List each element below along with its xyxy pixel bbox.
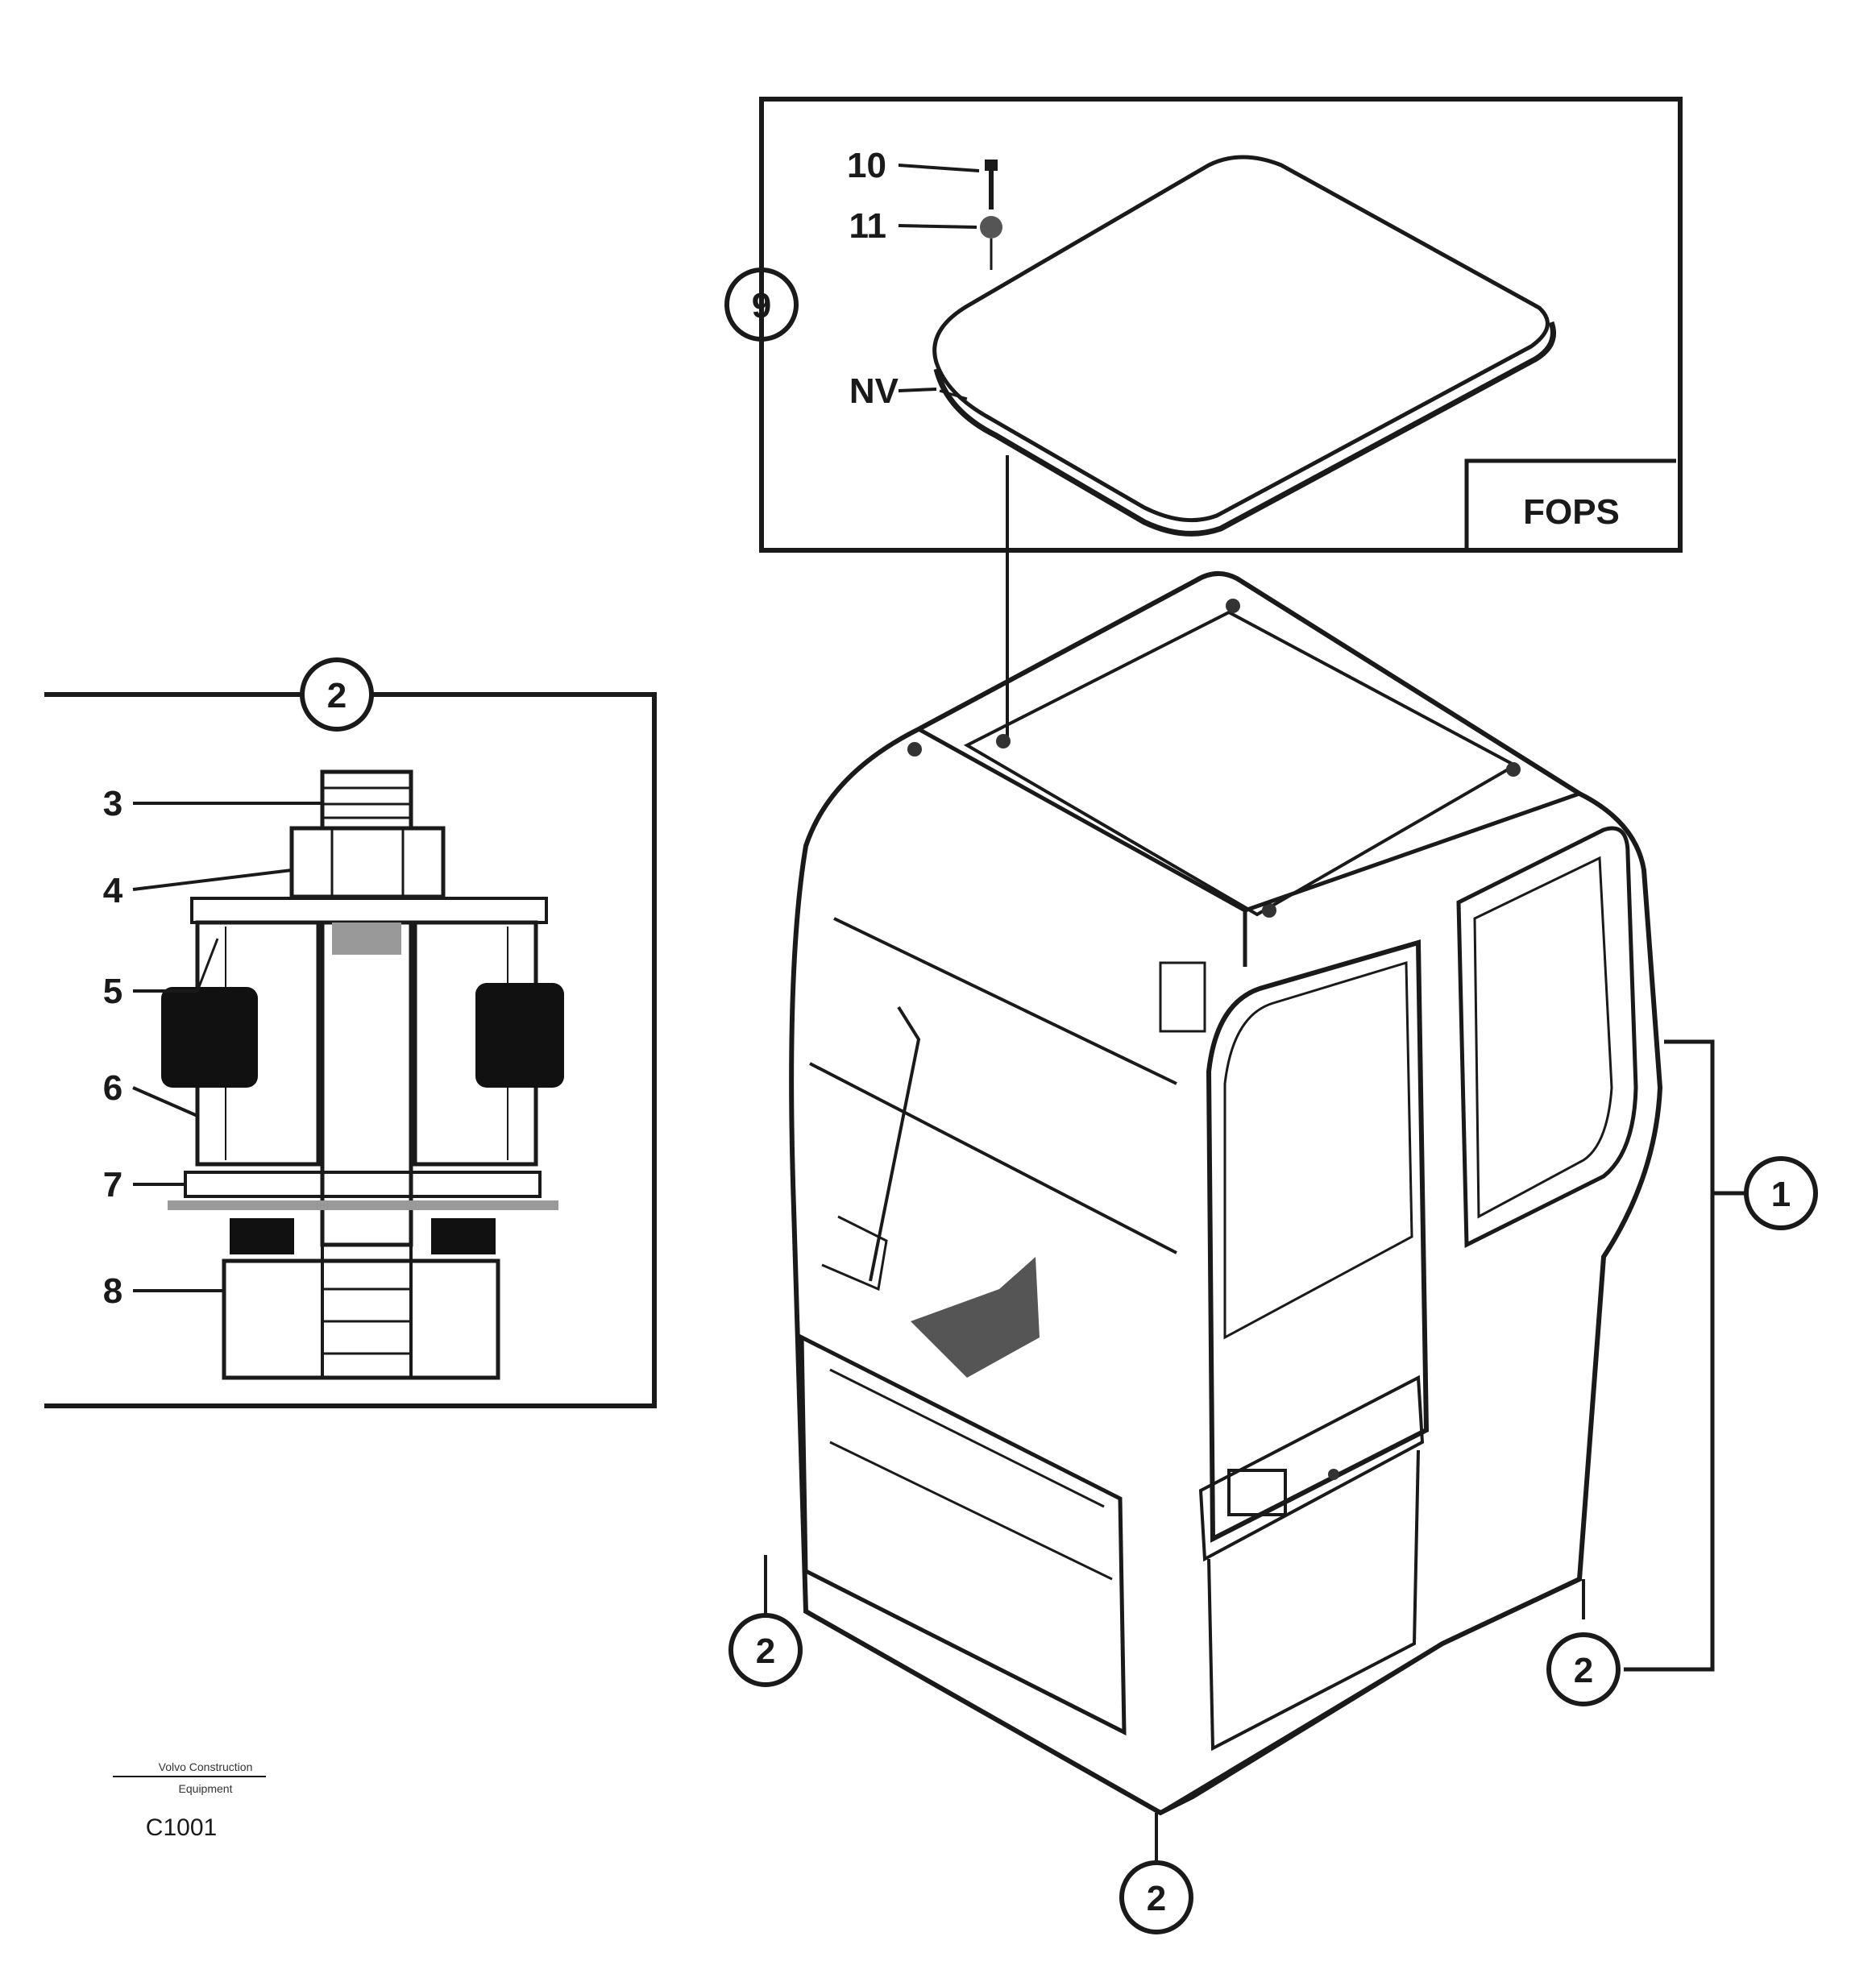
drawing-reference: Volvo Construction Equipment C1001 bbox=[113, 1760, 266, 1841]
part-label-4: 4 bbox=[103, 871, 123, 910]
fops-detail-panel: FOPS 10 11 NV 9 bbox=[724, 97, 1683, 745]
operator-seat bbox=[911, 1257, 1040, 1378]
operator-cab bbox=[764, 571, 1663, 1865]
fops-protection-plate bbox=[932, 155, 1556, 537]
callout-1[interactable]: 1 bbox=[1624, 1039, 1818, 1672]
callout-2-right[interactable]: 2 bbox=[1546, 1632, 1621, 1706]
callout-2-detail[interactable]: 2 bbox=[300, 657, 374, 732]
callout-9[interactable]: 9 bbox=[724, 267, 799, 342]
part-label-nv: NV bbox=[849, 371, 899, 411]
rubber-element-right bbox=[475, 983, 564, 1088]
hex-nut bbox=[289, 826, 446, 899]
part-label-10: 10 bbox=[847, 146, 886, 185]
mount-detail-panel: 2 bbox=[44, 657, 657, 1408]
top-plate bbox=[190, 897, 548, 924]
company-division: Equipment bbox=[179, 1782, 233, 1795]
part-label-11: 11 bbox=[849, 206, 886, 246]
part-label-5: 5 bbox=[103, 972, 122, 1011]
callout-2-center[interactable]: 2 bbox=[1119, 1860, 1193, 1934]
door-handle bbox=[1227, 1469, 1287, 1516]
part-label-6: 6 bbox=[103, 1068, 122, 1108]
bolt-icon bbox=[985, 160, 998, 209]
cab-door bbox=[1206, 939, 1430, 1543]
base-mount bbox=[222, 1243, 500, 1380]
part-label-8: 8 bbox=[103, 1271, 122, 1311]
svg-text:9: 9 bbox=[752, 286, 771, 325]
company-name: Volvo Construction bbox=[159, 1760, 253, 1773]
svg-text:2: 2 bbox=[756, 1632, 775, 1671]
air-vent bbox=[1159, 961, 1206, 1033]
fops-badge: FOPS bbox=[1523, 492, 1620, 532]
nut-icon bbox=[980, 216, 1002, 270]
part-label-3: 3 bbox=[103, 784, 122, 823]
svg-text:1: 1 bbox=[1771, 1175, 1791, 1214]
svg-text:2: 2 bbox=[1574, 1651, 1593, 1690]
part-label-7: 7 bbox=[103, 1165, 122, 1204]
callout-2-left[interactable]: 2 bbox=[728, 1613, 803, 1687]
washer-plate bbox=[184, 1171, 542, 1198]
threaded-stud bbox=[320, 769, 413, 831]
svg-text:2: 2 bbox=[1147, 1879, 1166, 1918]
drawing-code: C1001 bbox=[146, 1814, 217, 1841]
rubber-element-left bbox=[161, 987, 258, 1088]
svg-text:2: 2 bbox=[327, 676, 347, 715]
